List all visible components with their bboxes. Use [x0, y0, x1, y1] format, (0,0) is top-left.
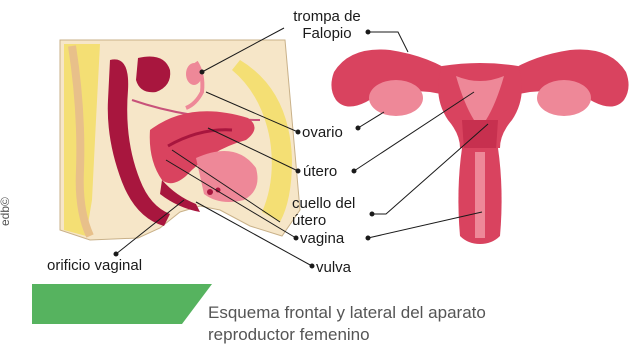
label-orificio-vaginal: orificio vaginal [47, 257, 142, 274]
label-vulva: vulva [316, 259, 351, 276]
leader-dot [114, 252, 118, 256]
urethral-dot-1 [207, 189, 213, 195]
cervix-frontal [462, 120, 498, 150]
leader-dot [370, 212, 374, 216]
label-ovario: ovario [302, 124, 343, 141]
ovary-left [369, 80, 423, 116]
leader-ovario-frontal [358, 112, 384, 128]
leader-dot [366, 236, 370, 240]
leader-dot [352, 169, 356, 173]
ovary-right [537, 80, 591, 116]
credit-text: edb© [0, 197, 12, 226]
label-cuello-del-utero: cuello del útero [292, 195, 355, 229]
leader-dot [296, 130, 300, 134]
leader-dot [310, 264, 314, 268]
frontal-view [331, 49, 628, 244]
label-trompa-de-falopio: trompa de Falopio [284, 8, 370, 42]
caption-banner [32, 284, 212, 324]
figure-caption: Esquema frontal y lateral del aparato re… [208, 302, 486, 346]
leader-dot [200, 70, 204, 74]
leader-dot [296, 169, 300, 173]
leader-dot [294, 236, 298, 240]
label-utero: útero [303, 163, 337, 180]
leader-trompa-frontal [368, 32, 408, 52]
label-vagina: vagina [300, 230, 344, 247]
leader-dot [356, 126, 360, 130]
lateral-view [60, 40, 300, 240]
